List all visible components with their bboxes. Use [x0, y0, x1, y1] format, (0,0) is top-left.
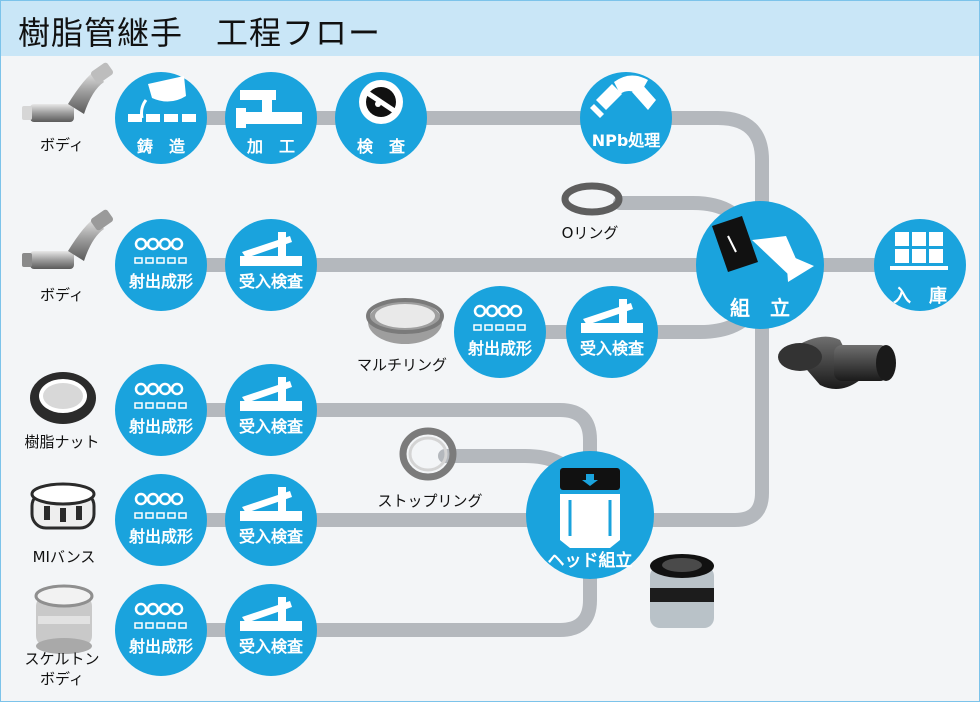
resin-body-elbow — [22, 209, 114, 269]
process-label-machining: 加 工 — [246, 137, 295, 156]
process-receiving-inspection-1: 受入検査 — [225, 219, 317, 311]
injection-mold-icon — [134, 382, 187, 409]
press-fit-icon — [560, 468, 620, 548]
process-label-injection-molding-2: 射出成形 — [467, 339, 532, 358]
process-injection-molding-1: 射出成形 — [115, 219, 207, 311]
part-label-skeleton-body-line1: スケルトン — [24, 650, 99, 668]
process-label-receiving-inspection-2: 受入検査 — [580, 339, 644, 358]
process-head-assembly: ヘッド組立 — [526, 451, 654, 579]
caliper-icon — [240, 597, 302, 631]
process-label-npb-treatment: NPb処理 — [592, 131, 661, 150]
process-receiving-inspection-2: 受入検査 — [566, 286, 658, 378]
multi-ring-image — [366, 298, 444, 344]
flow-line-head-to-assembly — [583, 293, 769, 527]
process-injection-molding-3: 射出成形 — [115, 364, 207, 456]
caliper-icon — [581, 299, 643, 333]
process-label-inspection: 検 査 — [357, 137, 405, 156]
process-npb-treatment: NPb処理 — [580, 72, 672, 164]
head-assembly-image — [650, 554, 714, 628]
lathe-icon — [236, 90, 302, 128]
process-label-receiving-inspection-3: 受入検査 — [239, 417, 303, 436]
caliper-icon — [240, 487, 302, 521]
process-inspection: 検 査 — [335, 72, 427, 164]
caliper-icon — [240, 377, 302, 411]
stop-ring-image — [399, 427, 457, 481]
injection-mold-icon — [134, 237, 187, 264]
process-casting: 鋳 造 — [115, 72, 207, 164]
process-injection-molding-5: 射出成形 — [115, 584, 207, 676]
part-labels: ボディ ボディ Oリング マルチリング 樹脂ナット MIバンス ストップリング … — [24, 136, 618, 688]
page-title: 樹脂管継手 工程フロー — [18, 14, 382, 52]
flow-line-skeleton-body — [153, 533, 597, 637]
process-warehousing: 入 庫 — [874, 219, 966, 311]
process-nodes: 鋳 造 加 工 — [115, 72, 966, 676]
process-assembly: 組 立 — [696, 201, 824, 329]
insert-icon — [712, 216, 814, 282]
mi-vance-image — [30, 482, 96, 530]
part-label-body-2: ボディ — [40, 286, 84, 304]
process-receiving-inspection-5: 受入検査 — [225, 584, 317, 676]
o-ring-image — [561, 182, 623, 216]
magnifier-icon — [359, 80, 403, 124]
injection-mold-icon — [134, 602, 187, 629]
part-label-resin-nut: 樹脂ナット — [24, 433, 99, 451]
process-injection-molding-2: 射出成形 — [454, 286, 546, 378]
process-label-receiving-inspection-5: 受入検査 — [239, 637, 303, 656]
title-bar: 樹脂管継手 工程フロー — [0, 0, 980, 56]
flow-line-metal-body — [153, 111, 769, 365]
resin-nut-image — [30, 372, 96, 424]
process-receiving-inspection-3: 受入検査 — [225, 364, 317, 456]
skeleton-body-image — [34, 584, 94, 654]
part-label-body-1: ボディ — [40, 136, 84, 154]
process-machining: 加 工 — [225, 72, 317, 164]
elbow-fitting-icon — [590, 75, 656, 118]
injection-mold-icon — [134, 492, 187, 519]
process-label-head-assembly: ヘッド組立 — [548, 550, 633, 571]
process-injection-molding-4: 射出成形 — [115, 474, 207, 566]
part-label-multi-ring: マルチリング — [357, 356, 447, 374]
process-label-warehousing: 入 庫 — [893, 285, 947, 307]
part-label-stop-ring: ストップリング — [377, 492, 482, 510]
part-label-skeleton-body-line2: ボディ — [40, 670, 84, 688]
process-label-receiving-inspection-1: 受入検査 — [239, 272, 303, 291]
process-label-injection-molding-4: 射出成形 — [128, 527, 193, 546]
metal-body-elbow — [22, 62, 114, 122]
caliper-icon — [240, 232, 302, 266]
process-label-injection-molding-5: 射出成形 — [128, 637, 193, 656]
injection-mold-icon — [473, 304, 526, 331]
part-label-mi-vance: MIバンス — [33, 548, 96, 566]
process-label-casting: 鋳 造 — [137, 137, 186, 156]
flow-line-resin-nut — [153, 403, 597, 497]
pallet-boxes-icon — [890, 232, 948, 270]
process-label-assembly: 組 立 — [730, 296, 790, 320]
finished-fitting-image — [778, 336, 896, 389]
ladle-pour-icon — [128, 76, 196, 122]
part-label-o-ring: Oリング — [562, 224, 619, 242]
process-receiving-inspection-4: 受入検査 — [225, 474, 317, 566]
process-label-injection-molding-1: 射出成形 — [128, 272, 193, 291]
process-label-injection-molding-3: 射出成形 — [128, 417, 193, 436]
process-label-receiving-inspection-4: 受入検査 — [239, 527, 303, 546]
